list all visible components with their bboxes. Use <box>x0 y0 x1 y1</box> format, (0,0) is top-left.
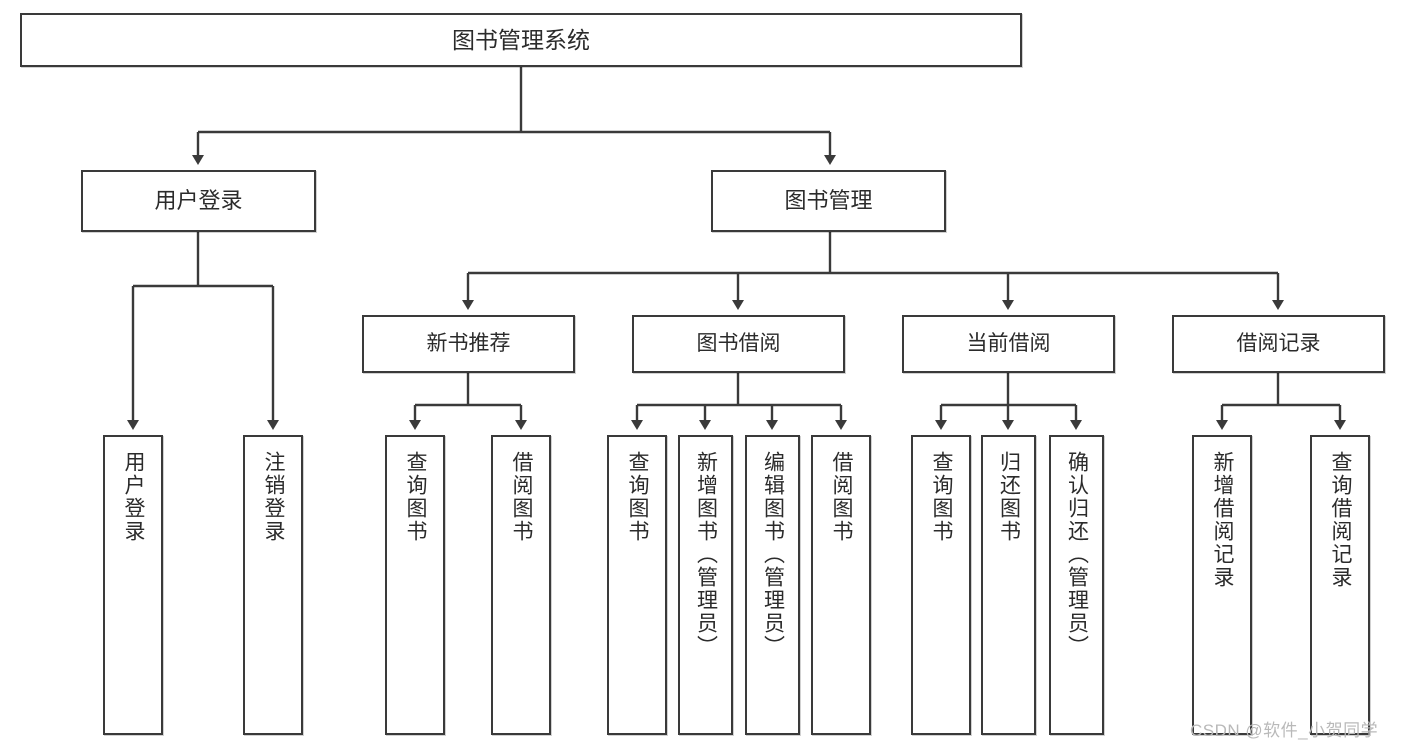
leaf-logout[interactable]: 注销登录 <box>243 435 303 735</box>
leaf-user-login[interactable]: 用户登录 <box>103 435 163 735</box>
node-label: 借阅图书 <box>830 451 854 543</box>
node-current-borrowing[interactable]: 当前借阅 <box>902 315 1115 373</box>
node-user-login[interactable]: 用户登录 <box>81 170 316 232</box>
leaf-query-books-current[interactable]: 查询图书 <box>911 435 971 735</box>
leaf-borrow-books-borrowing[interactable]: 借阅图书 <box>811 435 871 735</box>
node-label: 借阅记录 <box>1236 331 1321 355</box>
node-label: 借阅图书 <box>510 451 534 543</box>
leaf-confirm-return-admin[interactable]: 确认归还（管理员） <box>1049 435 1104 735</box>
node-label: 归还图书 <box>997 451 1021 543</box>
leaf-return-books[interactable]: 归还图书 <box>981 435 1036 735</box>
node-label: 新增图书（管理员） <box>694 451 718 658</box>
node-label: 编辑图书（管理员） <box>761 451 785 658</box>
leaf-query-books-new-recommendation[interactable]: 查询图书 <box>385 435 445 735</box>
node-label: 查询图书 <box>626 451 650 543</box>
node-root-book-management-system[interactable]: 图书管理系统 <box>20 13 1022 67</box>
leaf-borrow-books-new-recommendation[interactable]: 借阅图书 <box>491 435 551 735</box>
node-new-book-recommendation[interactable]: 新书推荐 <box>362 315 575 373</box>
node-borrowing-records[interactable]: 借阅记录 <box>1172 315 1385 373</box>
node-label: 用户登录 <box>154 188 243 214</box>
leaf-query-borrowing-record[interactable]: 查询借阅记录 <box>1310 435 1370 735</box>
node-label: 注销登录 <box>262 451 286 543</box>
leaf-edit-book-admin[interactable]: 编辑图书（管理员） <box>745 435 800 735</box>
node-book-borrowing[interactable]: 图书借阅 <box>632 315 845 373</box>
node-label: 用户登录 <box>122 451 146 543</box>
node-label: 新增借阅记录 <box>1211 451 1235 589</box>
node-label: 查询借阅记录 <box>1329 451 1353 589</box>
csdn-watermark: CSDN @软件_小贺同学 <box>1190 721 1379 740</box>
node-label: 图书管理 <box>784 188 873 214</box>
leaf-add-book-admin[interactable]: 新增图书（管理员） <box>678 435 733 735</box>
node-label: 图书借阅 <box>696 331 781 355</box>
node-label: 新书推荐 <box>426 331 511 355</box>
node-label: 查询图书 <box>930 451 954 543</box>
node-label: 当前借阅 <box>966 331 1051 355</box>
node-label: 确认归还（管理员） <box>1065 451 1089 658</box>
node-book-management[interactable]: 图书管理 <box>711 170 946 232</box>
node-label: 查询图书 <box>404 451 428 543</box>
leaf-add-borrowing-record[interactable]: 新增借阅记录 <box>1192 435 1252 735</box>
node-label: 图书管理系统 <box>452 26 590 53</box>
leaf-query-books-borrowing[interactable]: 查询图书 <box>607 435 667 735</box>
